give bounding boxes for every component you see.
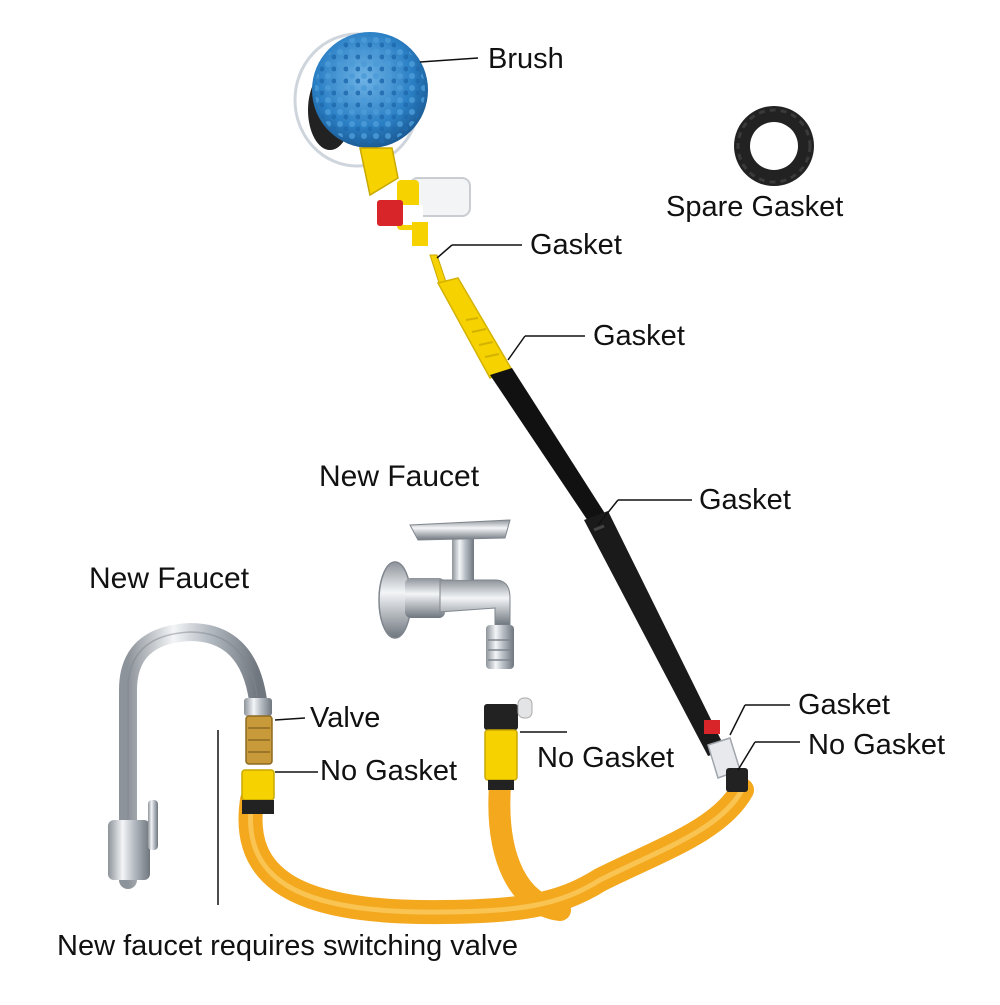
gasket-bottom-label: Gasket: [798, 689, 890, 721]
leader-lines: [217, 57, 800, 905]
no-gasket-right-label: No Gasket: [808, 729, 945, 761]
new-faucet-wall-label: New Faucet: [319, 460, 480, 493]
new-faucet-sink-label: New Faucet: [89, 562, 250, 595]
rotating-brush-icon: [293, 32, 471, 246]
extension-pole-icon: [429, 254, 748, 792]
no-gasket-middle-label: No Gasket: [537, 742, 674, 774]
no-gasket-left-label: No Gasket: [320, 755, 457, 787]
gasket-pole-label: Gasket: [699, 484, 791, 516]
switching-valve-icon: [241, 715, 275, 814]
gasket-handle-label: Gasket: [593, 320, 685, 352]
quick-connector-icon: [484, 697, 533, 790]
kitchen-faucet-icon: [108, 622, 272, 889]
garden-hose-icon: [238, 774, 754, 925]
footer-note: New faucet requires switching valve: [57, 930, 518, 962]
wall-faucet-icon: [378, 519, 514, 669]
valve-label: Valve: [310, 702, 381, 734]
brush-label: Brush: [488, 43, 564, 75]
gasket-nozzle-label: Gasket: [530, 229, 622, 261]
ring-gasket-icon: [734, 106, 814, 186]
spare-gasket-label: Spare Gasket: [666, 191, 844, 223]
